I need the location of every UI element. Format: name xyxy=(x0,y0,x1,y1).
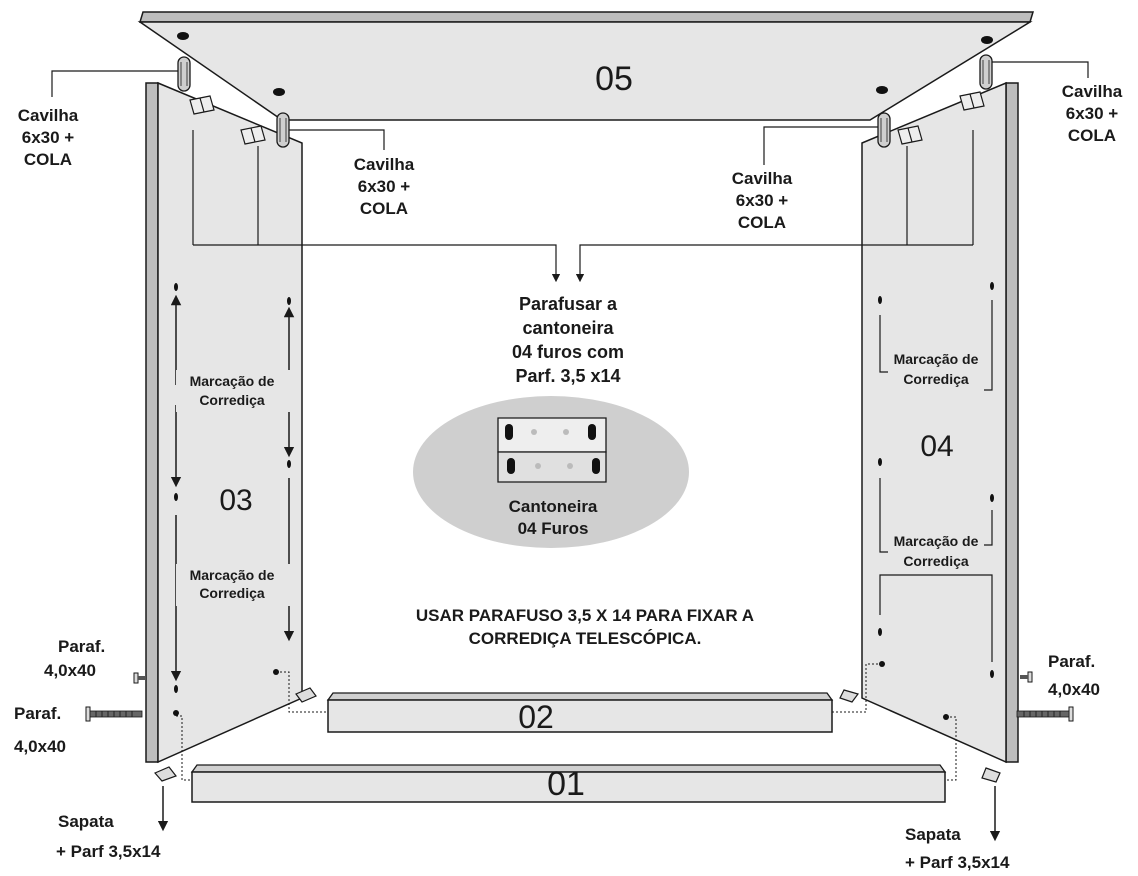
part-number-03: 03 xyxy=(219,484,252,517)
screw-bracket-note-2: cantoneira xyxy=(522,318,614,338)
part-number-05: 05 xyxy=(595,60,633,98)
board-02: 02 xyxy=(326,692,834,735)
screw-bracket-note: Parafusar a cantoneira 04 furos com Parf… xyxy=(512,294,624,386)
dowel-label-c3: COLA xyxy=(738,213,786,232)
feet-pads xyxy=(154,687,1001,783)
dowel-label-a1: Cavilha xyxy=(18,106,79,125)
screw-label-b1: Paraf. xyxy=(14,704,61,723)
foot-label-left: Sapata + Parf 3,5x14 xyxy=(56,812,161,861)
dowel-label-d1: Cavilha xyxy=(1062,82,1123,101)
slide-screw-note-1: USAR PARAFUSO 3,5 X 14 PARA FIXAR A xyxy=(416,606,754,625)
slide-mark-label-6: Corrediça xyxy=(903,371,969,387)
panel-04-holes xyxy=(878,282,994,720)
screw-label-right: Paraf. 4,0x40 xyxy=(1048,652,1100,699)
dowel-label-inner-left: Cavilha 6x30 + COLA xyxy=(354,155,415,218)
dowel-label-d2: 6x30 + xyxy=(1066,104,1119,123)
dowel-label-c1: Cavilha xyxy=(732,169,793,188)
dowel-label-top-right: Cavilha 6x30 + COLA xyxy=(1062,82,1123,145)
part-number-04: 04 xyxy=(920,430,953,463)
bracket-label-1: Cantoneira xyxy=(509,497,598,516)
side-panel-04: 04 Marcação de Corrediça Marcação de Cor… xyxy=(861,81,1019,764)
foot-label-a2: + Parf 3,5x14 xyxy=(56,842,161,861)
screws xyxy=(85,671,1074,722)
screw-label-left-upper: Paraf. 4,0x40 xyxy=(44,637,105,680)
dowel-label-c2: 6x30 + xyxy=(736,191,789,210)
dowel-label-inner-right: Cavilha 6x30 + COLA xyxy=(732,169,793,232)
slide-mark-label-2: Corrediça xyxy=(199,392,265,408)
foot-label-b2: + Parf 3,5x14 xyxy=(905,853,1010,872)
dowel-label-d3: COLA xyxy=(1068,126,1116,145)
leader-lines xyxy=(51,61,1089,283)
dowel-label-b3: COLA xyxy=(360,199,408,218)
corner-brackets xyxy=(189,91,985,145)
slide-mark-label-1: Marcação de xyxy=(190,373,275,389)
board-01: 01 xyxy=(190,764,947,803)
screw-bracket-note-3: 04 furos com xyxy=(512,342,624,362)
slide-mark-label-8: Corrediça xyxy=(903,553,969,569)
screw-label-a2: 4,0x40 xyxy=(44,661,96,680)
part-number-02: 02 xyxy=(518,699,554,735)
slide-screw-note-2: CORREDIÇA TELESCÓPICA. xyxy=(469,629,702,648)
panel-03-holes xyxy=(173,283,291,716)
bracket-label-2: 04 Furos xyxy=(518,519,589,538)
foot-label-a1: Sapata xyxy=(58,812,114,831)
slide-mark-label-7: Marcação de xyxy=(894,533,979,549)
dowel-label-top-left: Cavilha 6x30 + COLA xyxy=(18,106,79,169)
screw-label-b2: 4,0x40 xyxy=(14,737,66,756)
dowel-label-b2: 6x30 + xyxy=(358,177,411,196)
slide-screw-note: USAR PARAFUSO 3,5 X 14 PARA FIXAR A CORR… xyxy=(416,606,754,648)
dowel-label-a3: COLA xyxy=(24,150,72,169)
foot-label-right: Sapata + Parf 3,5x14 xyxy=(905,825,1010,872)
side-panel-03: 03 Marcação de Corrediça Marcação de Cor… xyxy=(145,81,303,764)
top-panel-05: 05 xyxy=(137,11,1035,121)
screw-label-c2: 4,0x40 xyxy=(1048,680,1100,699)
dowel-label-a2: 6x30 + xyxy=(22,128,75,147)
dotted-connectors xyxy=(176,663,957,781)
screw-bracket-note-1: Parafusar a xyxy=(519,294,618,314)
bracket-detail-bubble: Cantoneira 04 Furos xyxy=(413,396,689,548)
screw-label-left-lower: Paraf. 4,0x40 xyxy=(14,704,66,756)
slide-mark-label-4: Corrediça xyxy=(199,585,265,601)
screw-label-a1: Paraf. xyxy=(58,637,105,656)
dowel-label-b1: Cavilha xyxy=(354,155,415,174)
part-number-01: 01 xyxy=(547,765,585,803)
screw-bracket-note-4: Parf. 3,5 x14 xyxy=(515,366,620,386)
dowels xyxy=(177,54,993,148)
screw-label-c1: Paraf. xyxy=(1048,652,1095,671)
slide-mark-label-5: Marcação de xyxy=(894,351,979,367)
slide-mark-label-3: Marcação de xyxy=(190,567,275,583)
foot-label-b1: Sapata xyxy=(905,825,961,844)
